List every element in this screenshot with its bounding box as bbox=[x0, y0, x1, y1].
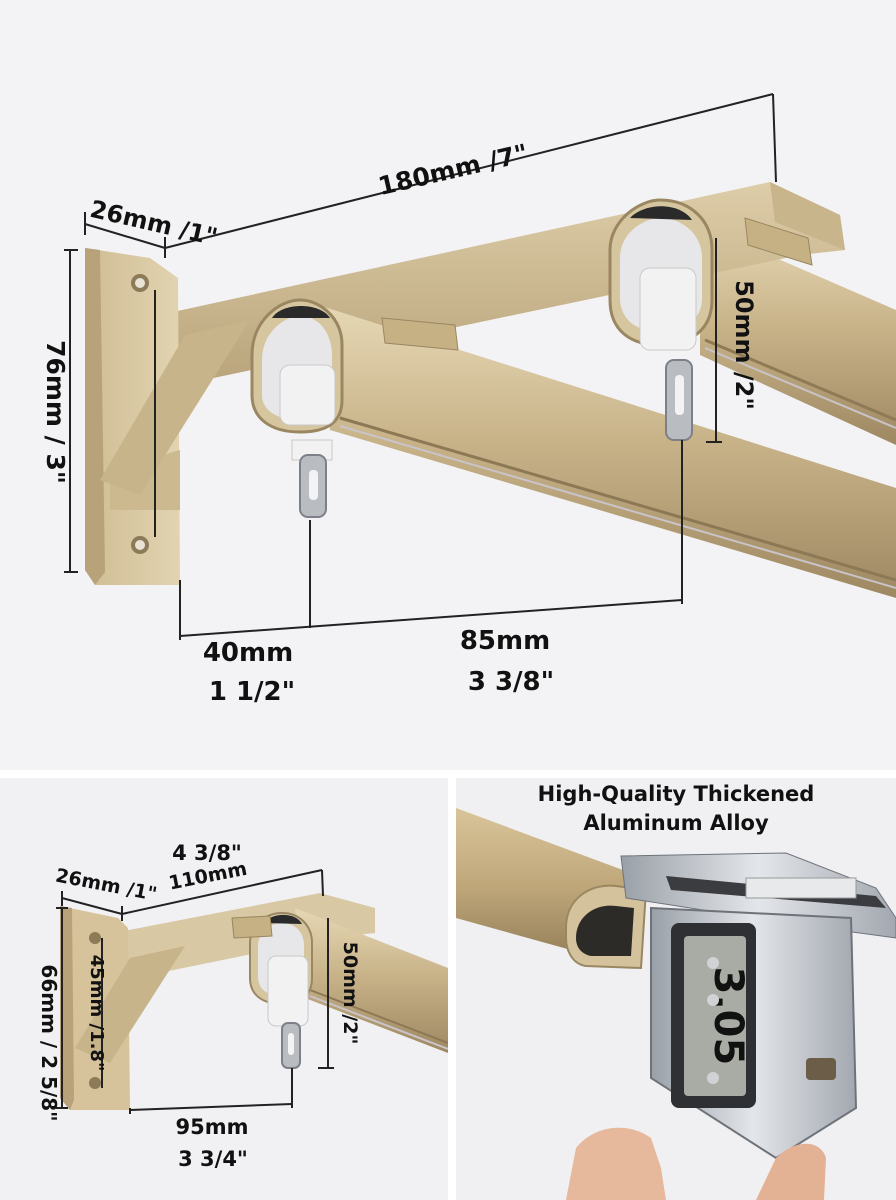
digital-caliper: 3.05 bbox=[620, 852, 896, 1160]
material-caption: High-Quality Thickened Aluminum Alloy bbox=[456, 780, 896, 838]
single-rail-illustration: 4 3/8" 110mm 26mm /1" 66mm / 2 5/8" 45mm… bbox=[37, 841, 448, 1171]
rail-tube bbox=[295, 908, 448, 1053]
rail-spacing-inch-label: 3 3/8" bbox=[468, 667, 554, 697]
panel-divider-horizontal bbox=[0, 770, 896, 778]
rear-rail-clip bbox=[744, 217, 813, 266]
double-rail-dimension-panel: 180mm /7" 26mm /1" 76mm / 3" 50mm /2" 40… bbox=[41, 93, 896, 707]
panel-divider-vertical bbox=[448, 778, 456, 1200]
single-rail-dimension-panel: 4 3/8" 110mm 26mm /1" 66mm / 2 5/8" 45mm… bbox=[0, 778, 448, 1200]
front-offset-inch-label: 3 3/4" bbox=[178, 1147, 248, 1171]
front-offset-mm-label: 95mm bbox=[176, 1115, 249, 1139]
dimension-lines bbox=[56, 869, 334, 1114]
front-offset-inch-label: 1 1/2" bbox=[209, 677, 295, 707]
caliper-illustration: 3.05 bbox=[456, 808, 896, 1200]
track-dimension-label: 50mm /2" bbox=[730, 280, 758, 410]
hand bbox=[566, 1127, 826, 1200]
dimension-lines bbox=[64, 93, 777, 640]
height-dimension-label: 66mm / 2 5/8" bbox=[37, 964, 61, 1121]
front-glider-hook bbox=[279, 364, 336, 518]
inner-height-label: 45mm /1.8" bbox=[86, 955, 107, 1072]
double-rail-illustration: 180mm /7" 26mm /1" 76mm / 3" 50mm /2" 40… bbox=[41, 93, 896, 707]
height-dimension-label: 76mm / 3" bbox=[41, 340, 70, 484]
width-dimension-label: 180mm /7" bbox=[376, 138, 531, 201]
bracket-brace bbox=[100, 320, 250, 495]
caption-line-2: Aluminum Alloy bbox=[583, 811, 769, 835]
caption-line-1: High-Quality Thickened bbox=[537, 782, 815, 806]
width-inch-label: 4 3/8" bbox=[172, 841, 242, 865]
rail-clip bbox=[231, 915, 273, 939]
rear-glider-hook bbox=[639, 267, 697, 441]
caliper-reading: 3.05 bbox=[705, 967, 751, 1066]
aluminum-rail-section bbox=[456, 808, 648, 970]
front-rail-clip bbox=[381, 317, 459, 351]
rail-spacing-mm-label: 85mm bbox=[460, 626, 550, 656]
depth-dimension-label: 26mm /1" bbox=[87, 195, 220, 251]
caliper-lcd-screen bbox=[684, 936, 746, 1096]
glider-hook bbox=[267, 955, 309, 1069]
front-offset-mm-label: 40mm bbox=[203, 638, 293, 668]
front-rail bbox=[318, 305, 896, 598]
rear-rail bbox=[700, 225, 896, 445]
track-dimension-label: 50mm /2" bbox=[339, 942, 361, 1045]
caliper-measurement-panel: 3.05 High-Quality Thickened Aluminum All… bbox=[456, 778, 896, 1200]
